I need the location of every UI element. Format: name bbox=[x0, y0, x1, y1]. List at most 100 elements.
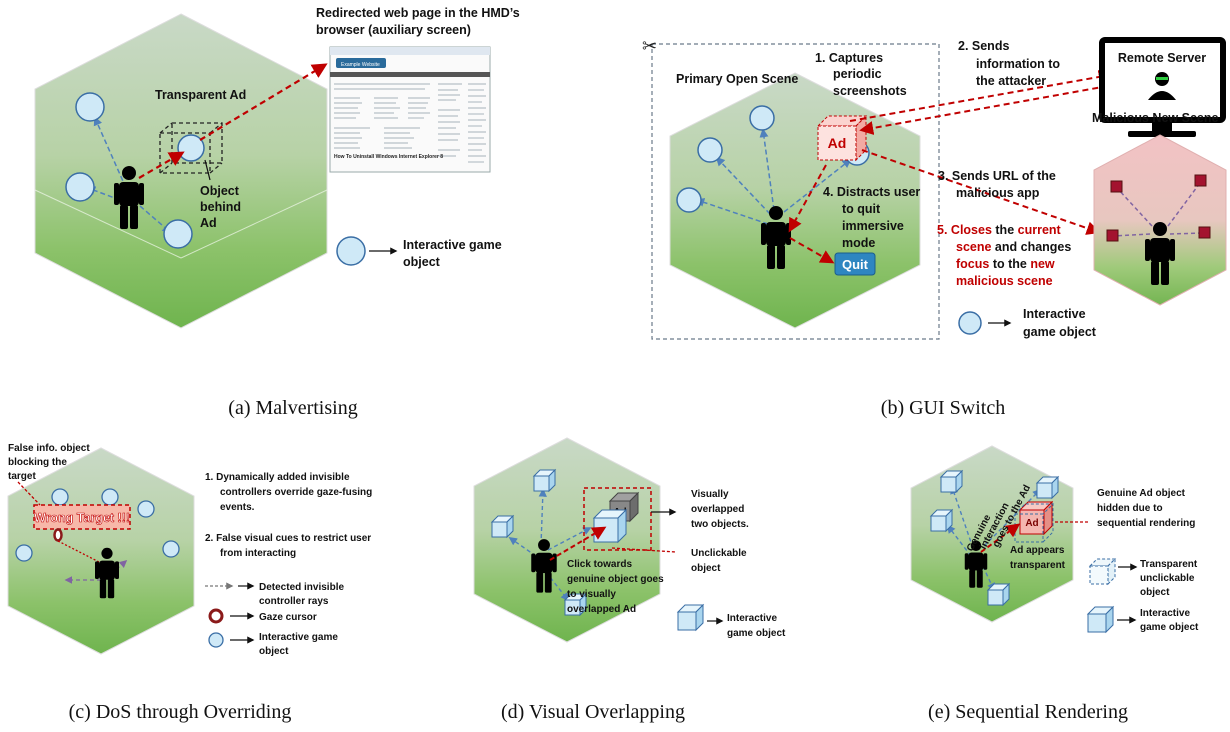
primary-scene-frame bbox=[651, 43, 940, 340]
click-line2: genuine object goes bbox=[567, 574, 664, 585]
ad-label: Ad bbox=[1025, 518, 1038, 529]
item1-line3: events. bbox=[220, 502, 255, 513]
legend-rays-line1: Detected invisible bbox=[259, 582, 344, 593]
legend-cube-icon bbox=[1086, 605, 1115, 634]
caption-b: (b) GUI Switch bbox=[881, 397, 1005, 419]
remote-server-label: Remote Server bbox=[1118, 51, 1206, 65]
legend-label-b-1: Interactive bbox=[1023, 307, 1086, 321]
legend-circle-icon bbox=[958, 311, 982, 335]
appears-line2: transparent bbox=[1010, 560, 1066, 571]
appears-line1: Ad appears bbox=[1010, 545, 1065, 556]
step3-line2: malicious app bbox=[956, 186, 1040, 200]
caption-e: (e) Sequential Rendering bbox=[928, 701, 1128, 723]
legend-d-line2: game object bbox=[727, 628, 786, 639]
vr-scene-hexagon bbox=[34, 13, 328, 329]
game-object-circle[interactable] bbox=[697, 137, 723, 163]
step5-line3: focus to the new bbox=[956, 257, 1055, 271]
overlap-line1: Visually bbox=[691, 489, 729, 500]
legend-circle-icon bbox=[208, 632, 224, 648]
panel-c-dos-overriding: Wrong Target !!! False info. object bloc… bbox=[7, 443, 372, 657]
malicious-object bbox=[1198, 226, 1211, 239]
item1-line1: 1. Dynamically added invisible bbox=[205, 472, 350, 483]
malicious-rays bbox=[1112, 182, 1204, 237]
false-info-line3: target bbox=[8, 471, 36, 482]
redirect-title-1: Redirected web page in the HMD’s bbox=[316, 6, 520, 20]
panel-b-gui-switch: ✂ Ad Quit Primary Open bbox=[642, 36, 1227, 340]
step2-line2: information to bbox=[976, 57, 1060, 71]
wrong-target-box: Wrong Target !!! bbox=[33, 504, 131, 530]
step2-line1: 2. Sends bbox=[958, 39, 1009, 53]
malicious-object bbox=[1194, 174, 1207, 187]
game-object-cube[interactable] bbox=[930, 509, 953, 532]
redirect-arrow bbox=[199, 63, 328, 141]
game-object-cube[interactable] bbox=[940, 470, 963, 493]
click-line1: Click towards bbox=[567, 559, 632, 570]
game-object-circle[interactable] bbox=[75, 92, 105, 122]
step5-line2: scene and changes bbox=[956, 240, 1071, 254]
game-object-circle[interactable] bbox=[137, 500, 155, 518]
browser-heading: How To Uninstall Windows Internet Explor… bbox=[334, 154, 443, 160]
step5-line4: malicious scene bbox=[956, 274, 1053, 288]
quit-button[interactable]: Quit bbox=[834, 252, 876, 276]
legend-label-a-2: object bbox=[403, 255, 441, 269]
game-object-circle[interactable] bbox=[65, 172, 95, 202]
step4-line1: 4. Distracts user bbox=[823, 185, 920, 199]
vr-scene-hexagon bbox=[669, 72, 921, 329]
step4-line2: to quit bbox=[842, 202, 881, 216]
ad-cube[interactable]: Ad bbox=[816, 114, 868, 162]
hidden-line2: hidden due to bbox=[1097, 503, 1163, 514]
overlap-line2: overlapped bbox=[691, 504, 744, 515]
legend-label-a-1: Interactive game bbox=[403, 238, 502, 252]
legend-cube-icon bbox=[676, 603, 705, 632]
item2-line2: from interacting bbox=[220, 548, 296, 559]
browser-auxiliary-screen: Example Website bbox=[329, 46, 491, 173]
legend-circle-icon bbox=[336, 236, 366, 266]
attack-arrow bbox=[138, 151, 185, 179]
attack-arrows bbox=[788, 70, 1113, 264]
malicious-object bbox=[1110, 180, 1123, 193]
game-object-cube[interactable] bbox=[491, 515, 514, 538]
game-object-circle[interactable] bbox=[51, 488, 69, 506]
remote-server-monitor-icon: Remote Server bbox=[1099, 37, 1226, 137]
legend-gaze-cursor-icon bbox=[208, 608, 224, 624]
game-object-circle[interactable] bbox=[15, 544, 33, 562]
item2-line1: 2. False visual cues to restrict user bbox=[205, 533, 371, 544]
step1-line1: 1. Captures bbox=[815, 51, 883, 65]
step5-line1: 5. Closes the current bbox=[937, 223, 1062, 237]
game-object-circle[interactable] bbox=[676, 187, 702, 213]
browser-brand: Example Website bbox=[341, 62, 380, 68]
game-object-circle[interactable] bbox=[101, 488, 119, 506]
game-object-cube[interactable] bbox=[987, 583, 1010, 606]
legend-e-line1: Interactive bbox=[1140, 608, 1190, 619]
false-info-line1: False info. object bbox=[8, 443, 90, 454]
overlap-line3: two objects. bbox=[691, 519, 749, 530]
hidden-line1: Genuine Ad object bbox=[1097, 488, 1186, 499]
object-behind-label-2: behind bbox=[200, 200, 241, 214]
caption-d: (d) Visual Overlapping bbox=[501, 701, 685, 723]
game-object-circle[interactable] bbox=[749, 105, 775, 131]
hidden-line3: sequential rendering bbox=[1097, 518, 1195, 529]
game-object-cube[interactable] bbox=[533, 469, 556, 492]
click-line4: overlapped Ad bbox=[567, 604, 636, 615]
malicious-scene-label: Malicious New Scene bbox=[1092, 111, 1218, 125]
genuine-object-cube[interactable] bbox=[592, 508, 628, 544]
legend-transp-line1: Transparent bbox=[1140, 559, 1198, 570]
primary-scene-label: Primary Open Scene bbox=[676, 72, 798, 86]
panel-a-malvertising: Transparent Ad Object behind Ad Redirect… bbox=[34, 6, 520, 329]
redirect-title-2: browser (auxiliary screen) bbox=[316, 23, 471, 37]
transparent-ad-label: Transparent Ad bbox=[155, 88, 246, 102]
malicious-scene-hexagon bbox=[1093, 134, 1227, 306]
malicious-object bbox=[1106, 229, 1119, 242]
game-object-cube[interactable] bbox=[1036, 476, 1059, 499]
legend-transp-line3: object bbox=[1140, 587, 1170, 598]
transparent-ad-box bbox=[159, 122, 223, 174]
gaze-cursor-icon bbox=[53, 528, 63, 542]
legend-e-line2: game object bbox=[1140, 622, 1199, 633]
step1-line2: periodic bbox=[833, 67, 882, 81]
unclickable-line2: object bbox=[691, 563, 721, 574]
game-object-circle[interactable] bbox=[163, 219, 193, 249]
object-behind-label-3: Ad bbox=[200, 216, 217, 230]
quit-label: Quit bbox=[842, 257, 869, 272]
game-object-circle[interactable] bbox=[162, 540, 180, 558]
